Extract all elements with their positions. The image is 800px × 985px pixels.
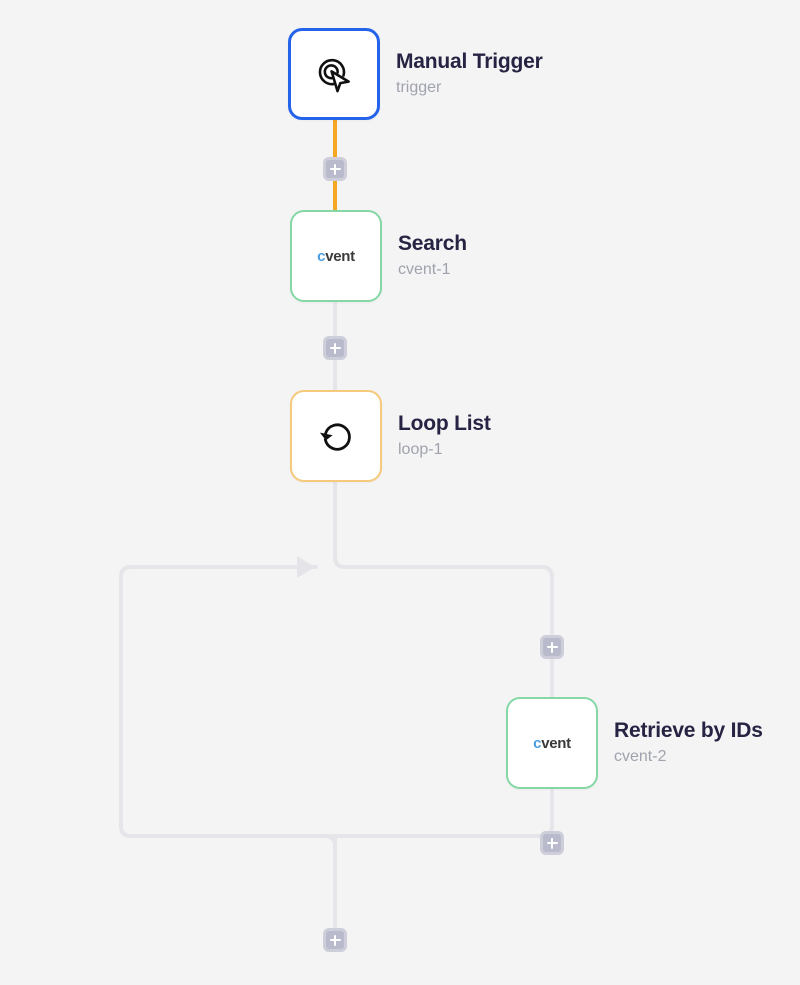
cvent-logo-icon: cvent [533, 735, 571, 752]
node-icon-box[interactable]: cvent [290, 210, 382, 302]
add-node-button-loop-body-top[interactable] [540, 635, 564, 659]
node-label-group: Retrieve by IDs cvent-2 [614, 719, 763, 768]
cvent-logo-rest: vent [325, 247, 355, 265]
cursor-click-icon [310, 50, 358, 98]
edge-loop-exit-joint [324, 834, 337, 847]
add-node-button-after-loop[interactable] [323, 928, 347, 952]
node-search[interactable]: cvent Search cvent-1 [290, 210, 467, 302]
cvent-logo-c: c [317, 247, 326, 265]
node-icon-box[interactable] [290, 390, 382, 482]
cvent-logo-c: c [533, 734, 542, 752]
node-subtitle: trigger [396, 79, 442, 97]
node-subtitle: loop-1 [398, 441, 443, 459]
node-icon-box[interactable] [288, 28, 380, 120]
node-title: Retrieve by IDs [614, 718, 763, 742]
node-title: Search [398, 231, 467, 255]
edge-loop-to-body [333, 480, 554, 699]
cvent-logo-icon: cvent [317, 248, 355, 265]
node-title: Manual Trigger [396, 49, 543, 73]
node-title: Loop List [398, 411, 491, 435]
add-node-button-after-trigger[interactable] [323, 157, 347, 181]
node-subtitle: cvent-1 [398, 261, 451, 279]
node-subtitle: cvent-2 [614, 748, 667, 766]
add-node-button-loop-body-end[interactable] [540, 831, 564, 855]
edge-loopback [119, 565, 554, 838]
cvent-logo-rest: vent [541, 734, 571, 752]
node-label-group: Manual Trigger trigger [396, 50, 543, 99]
node-loop-list[interactable]: Loop List loop-1 [290, 390, 491, 482]
node-icon-box[interactable]: cvent [506, 697, 598, 789]
add-node-button-after-search[interactable] [323, 336, 347, 360]
node-label-group: Search cvent-1 [398, 232, 467, 281]
loop-refresh-icon [312, 412, 360, 460]
node-retrieve-by-ids[interactable]: cvent Retrieve by IDs cvent-2 [506, 697, 763, 789]
node-manual-trigger[interactable]: Manual Trigger trigger [288, 28, 543, 120]
loopback-arrowhead-icon [297, 556, 315, 578]
node-label-group: Loop List loop-1 [398, 412, 491, 461]
